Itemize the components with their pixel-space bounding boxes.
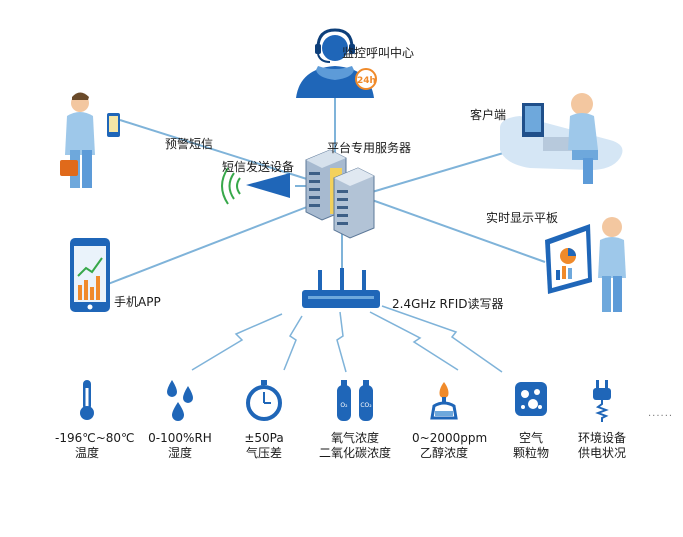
sensor-power: 环境设备 供电状况 — [570, 377, 634, 461]
tablet-display-icon — [545, 217, 626, 312]
sensor-name: 气压差 — [245, 446, 282, 460]
co2-cylinder-label: CO₂ — [360, 402, 372, 409]
power-plug-icon — [593, 380, 611, 422]
alcohol-burner-icon — [430, 382, 458, 420]
operator-icon — [296, 28, 374, 98]
particle-icon — [515, 382, 547, 416]
sensor-name: 二氧化碳浓度 — [318, 446, 391, 460]
gas-cylinders-icon: O₂ CO₂ — [337, 380, 373, 421]
sensor-range: 氧气浓度 — [330, 431, 379, 445]
sms-device-label: 短信发送设备 — [222, 160, 295, 174]
sensor-name: 乙醇浓度 — [419, 446, 468, 460]
sensor-temperature: -196℃~80℃ 温度 — [55, 377, 135, 461]
sensor-range: -196℃~80℃ — [55, 431, 135, 445]
link-sms-alert — [119, 119, 311, 181]
thermometer-icon — [80, 380, 94, 420]
signal-humidity — [283, 315, 303, 371]
link-tablet — [371, 199, 546, 263]
signal-alcohol — [369, 311, 459, 371]
24h-badge-icon — [355, 68, 377, 90]
client-workstation-icon — [500, 93, 623, 184]
sensor-name: 湿度 — [167, 446, 192, 460]
sensor-alcohol: 0~2000ppm 乙醇浓度 — [412, 377, 488, 461]
rfid-router-icon — [302, 268, 380, 308]
sensor-name: 温度 — [74, 446, 99, 460]
sensor-range: ±50Pa — [244, 431, 284, 445]
tablet-label: 实时显示平板 — [486, 211, 559, 225]
person-with-phone-icon — [60, 92, 120, 188]
signal-temperature — [191, 313, 283, 371]
client-label: 客户端 — [470, 108, 507, 122]
sms-device-icon — [221, 167, 290, 205]
signal-oxygen — [336, 311, 347, 373]
sensor-range: 环境设备 — [577, 431, 626, 445]
sensor-range: 0~2000ppm — [412, 431, 488, 445]
mobile-phone-icon — [70, 238, 110, 312]
sensor-pressure: ±50Pa 气压差 — [232, 377, 296, 461]
mobile-app-label: 手机APP — [114, 295, 161, 309]
sensor-gas: O₂ CO₂ 氧气浓度 二氧化碳浓度 — [315, 377, 395, 461]
signal-particle — [381, 305, 503, 373]
sensor-range: 0-100%RH — [148, 431, 212, 445]
platform-server-label: 平台专用服务器 — [327, 141, 412, 155]
link-mobile — [107, 204, 313, 285]
rfid-reader-label: 2.4GHz RFID读写器 — [392, 297, 504, 311]
sensor-name: 供电状况 — [577, 446, 626, 460]
sensor-range: 空气 — [518, 431, 543, 445]
o2-cylinder-label: O₂ — [340, 402, 348, 409]
monitor-center-label: 监控呼叫中心 — [342, 46, 415, 60]
sms-alert-label: 预警短信 — [165, 137, 214, 151]
sensor-particle: 空气 颗粒物 — [499, 377, 563, 461]
link-client — [371, 147, 521, 193]
water-drops-icon — [167, 380, 193, 421]
stopwatch-icon — [246, 380, 282, 421]
server-rack-icon — [305, 149, 375, 239]
sensor-humidity: 0-100%RH 湿度 — [148, 377, 212, 461]
sensor-name: 颗粒物 — [512, 446, 549, 460]
more-ellipsis: ······ — [648, 411, 674, 422]
24h-badge-label: 24h — [357, 76, 376, 86]
